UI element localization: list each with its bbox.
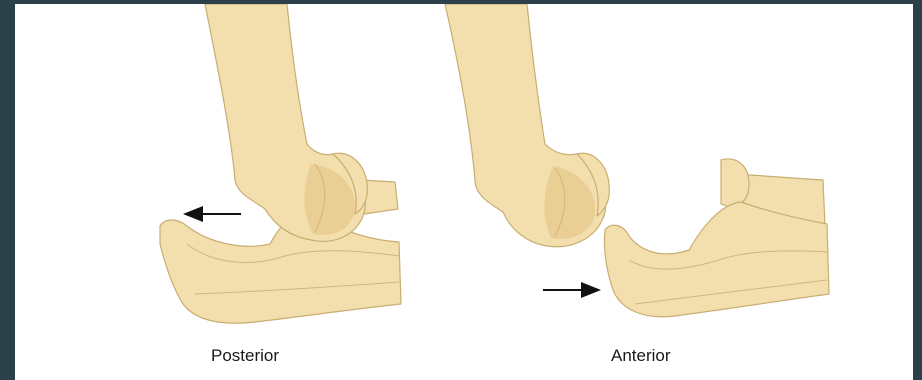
elbow-dislocation-diagram <box>15 4 913 380</box>
ulna-bone-left <box>160 214 401 324</box>
figure-panel: Posterior Anterior <box>15 4 913 380</box>
anterior-elbow-illustration <box>445 4 829 317</box>
ulna-bone-right <box>604 202 829 317</box>
caption-posterior: Posterior <box>211 346 279 366</box>
caption-anterior: Anterior <box>611 346 671 366</box>
posterior-elbow-illustration <box>160 4 401 323</box>
